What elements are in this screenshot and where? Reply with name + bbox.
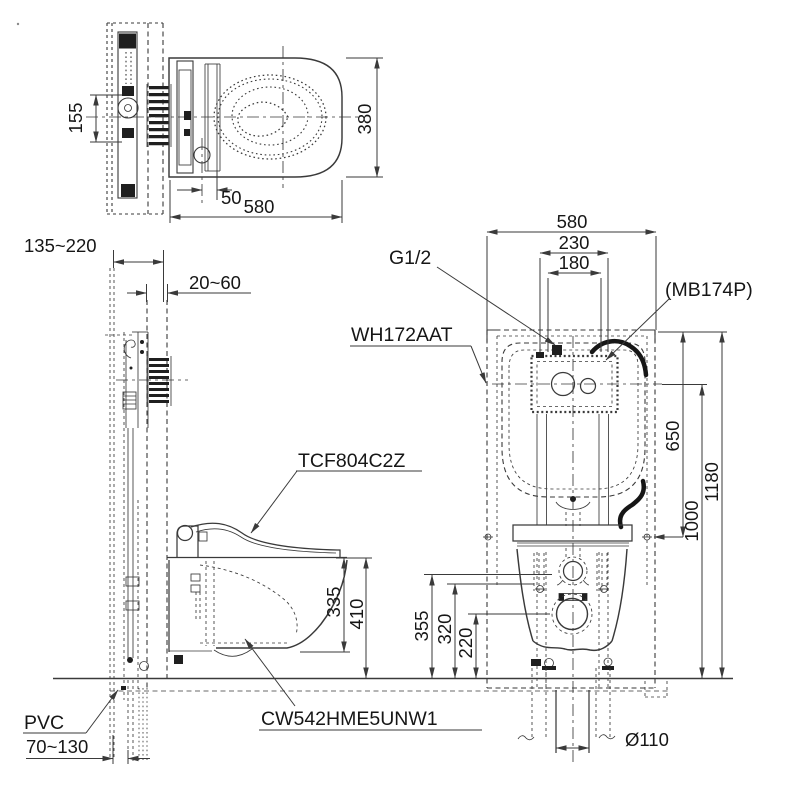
mounting-bracket (512, 524, 633, 542)
dim-155-label: 155 (65, 103, 86, 134)
dim-320-label: 320 (434, 614, 455, 645)
flexible-hose (589, 338, 649, 530)
scan-speck (16, 22, 20, 26)
pvc-pipe (121, 680, 148, 762)
label-frame: WH172AAT (350, 324, 487, 384)
dim-1000: 1000 (662, 384, 707, 679)
dim-650-label: 650 (662, 421, 683, 452)
frame-model-label: WH172AAT (351, 324, 453, 346)
bowl-side (168, 559, 348, 664)
seat-ring-inner (231, 86, 309, 146)
dim-230-label: 230 (559, 232, 590, 253)
label-seat: TCF804C2Z (250, 450, 422, 534)
front-view: 580 230 180 G1/2 (MB174P) WH172AAT (350, 211, 753, 763)
dim-320: 320 (434, 583, 534, 679)
dim-580-plan: 580 (169, 180, 343, 223)
frame-side (116, 331, 188, 671)
concealed-cistern (501, 342, 646, 498)
seat-ring-outer (213, 74, 327, 160)
fixing-hole-plan (193, 146, 211, 164)
dim-410-label: 410 (346, 599, 367, 630)
bowl-model-label: CW542HME5UNW1 (261, 708, 438, 730)
dim-355: 355 (411, 574, 552, 679)
supply-stub (552, 345, 562, 355)
hose-model-label: (MB174P) (665, 279, 753, 301)
dim-650: 650 (653, 331, 727, 540)
dim-180: 180 (547, 252, 602, 352)
frame-legs (536, 414, 609, 688)
mounting-plate-plan (176, 60, 194, 174)
dim-155: 155 (65, 94, 122, 143)
dim-580-plan-label: 580 (244, 196, 275, 217)
dim-230: 230 (539, 232, 609, 352)
label-pvc: PVC (23, 689, 119, 734)
dim-pipe-offset: 70~130 (26, 735, 150, 764)
side-view: 135~220 20~60 (23, 235, 482, 764)
dim-wall-depth: 135~220 (24, 235, 164, 302)
dim-1180-label: 1180 (701, 462, 722, 502)
bowl-front (483, 524, 652, 670)
flush-opening-small (579, 377, 597, 395)
dim-finish-gap-label: 20~60 (189, 272, 241, 293)
label-hose: (MB174P) (605, 279, 753, 361)
dim-580-front-label: 580 (557, 211, 588, 232)
dim-drain-diameter-label: Ø110 (625, 729, 669, 750)
dim-finish-gap: 20~60 (127, 272, 251, 302)
flush-valve (555, 496, 591, 526)
seat-model-label: TCF804C2Z (298, 450, 405, 472)
corrugated-connector-plan (146, 84, 172, 147)
dim-580-front: 580 (486, 211, 657, 330)
frame-rail-plan (117, 31, 138, 199)
label-supply: G1/2 (389, 247, 556, 346)
dim-1180: 1180 (701, 331, 725, 679)
drain-pipe (517, 668, 668, 753)
plan-view: 155 380 50 580 (65, 22, 383, 223)
washlet-side (167, 522, 347, 559)
dim-1000-label: 1000 (681, 500, 702, 541)
flush-opening-large (550, 371, 576, 397)
dim-335-410: 335 410 (300, 557, 372, 679)
dim-wall-depth-label: 135~220 (24, 235, 97, 256)
dim-drain-diameter: Ø110 (555, 729, 669, 751)
dim-220-label: 220 (455, 628, 476, 659)
dim-50-label: 50 (221, 187, 242, 208)
dim-355-label: 355 (411, 611, 432, 642)
dim-220: 220 (455, 613, 550, 679)
water-inlet (562, 560, 584, 582)
dim-380: 380 (346, 57, 383, 178)
dim-380-label: 380 (354, 104, 375, 135)
water-spot (237, 101, 289, 137)
pvc-label: PVC (24, 712, 64, 734)
dim-180-label: 180 (559, 252, 590, 273)
label-bowl: CW542HME5UNW1 (244, 638, 482, 731)
supply-hole-plan (117, 97, 139, 119)
dim-50: 50 (177, 170, 242, 208)
supply-label: G1/2 (389, 247, 431, 269)
dim-335-label: 335 (323, 587, 344, 618)
drain-outlet (555, 597, 589, 631)
dim-pipe-offset-label: 70~130 (26, 736, 88, 757)
access-panel (530, 345, 619, 414)
toilet-outline-plan (168, 57, 343, 178)
frame-front (486, 329, 656, 689)
